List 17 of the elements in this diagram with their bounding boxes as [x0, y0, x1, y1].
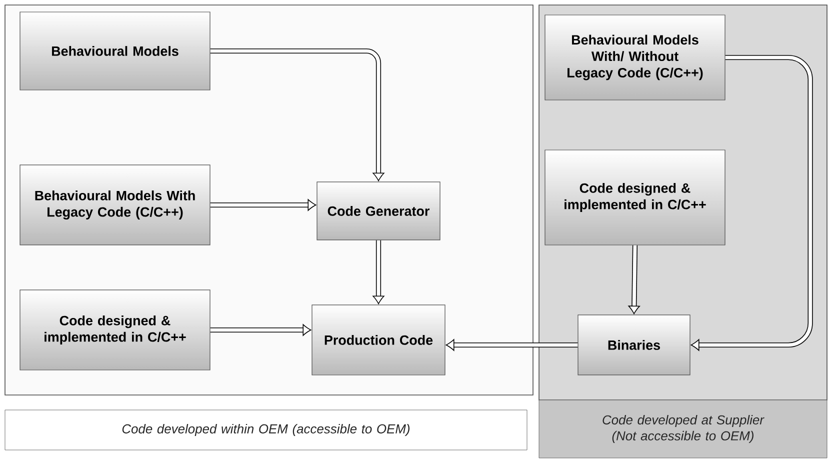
- caption-box: Code developed at Supplier (Not accessible to OEM): [538, 400, 828, 458]
- process-box: Behavioural Models With/ Without Legacy Code (C/C++): [544, 14, 726, 100]
- arrow: [446, 339, 578, 351]
- process-box: Code designed & implemented in C/C++: [20, 290, 210, 370]
- arrow: [210, 48, 384, 182]
- arrow: [210, 324, 312, 336]
- process-box: Behavioural Models: [20, 12, 210, 90]
- arrow: [210, 199, 316, 211]
- process-box: Code designed & implemented in C/C++: [544, 150, 726, 246]
- arrow: [690, 54, 813, 351]
- process-box: Code Generator: [316, 182, 440, 240]
- arrow: [372, 240, 384, 304]
- process-box: Binaries: [578, 314, 690, 376]
- process-box: Behavioural Models With Legacy Code (C/C++): [20, 164, 210, 246]
- arrow: [628, 245, 640, 314]
- caption-box: Code developed within OEM (accessible to OEM): [4, 410, 528, 450]
- process-box: Production Code: [312, 304, 446, 376]
